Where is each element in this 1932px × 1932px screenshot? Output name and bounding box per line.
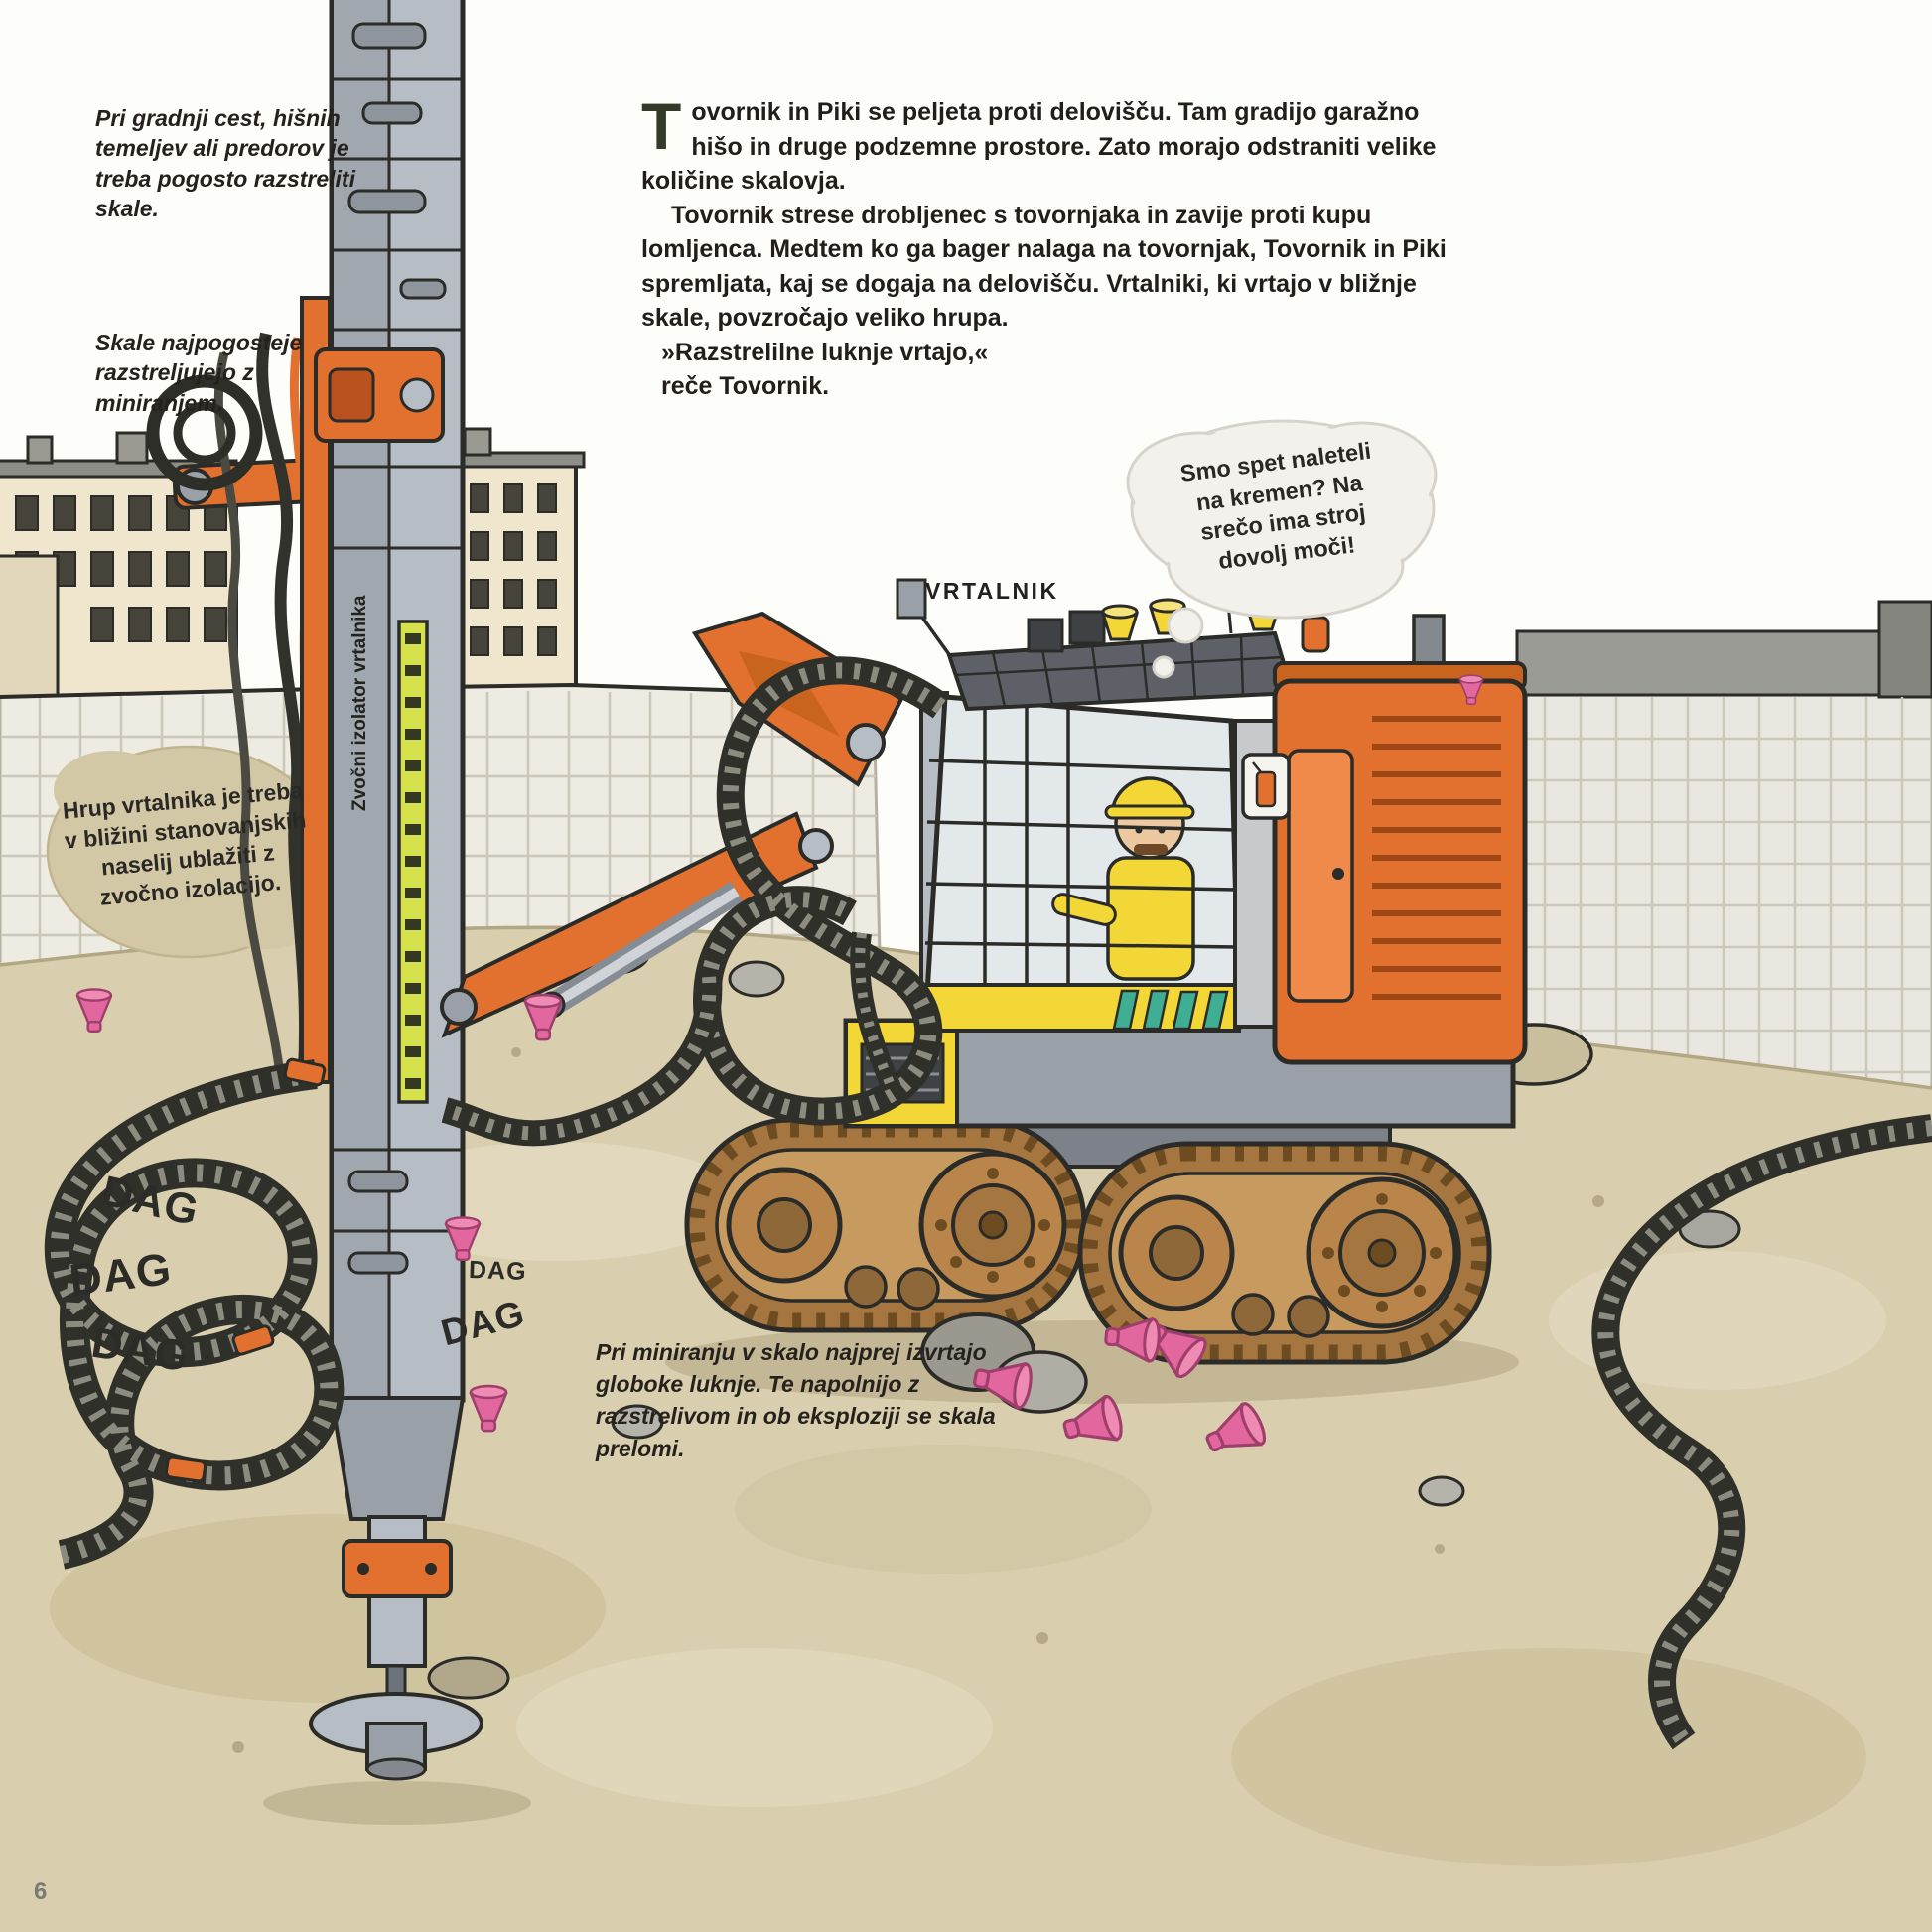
hose-strap xyxy=(283,1057,327,1087)
windshield-grid xyxy=(983,701,1070,1023)
engine-vents xyxy=(1372,716,1501,1000)
hose-strap xyxy=(231,1324,275,1356)
page-number: 6 xyxy=(34,1878,48,1905)
noise-note-blob xyxy=(46,745,332,959)
crawler-track-rear xyxy=(1077,1141,1492,1365)
engine-door xyxy=(1287,749,1354,1003)
sfx-dag-4: DAG xyxy=(468,1255,528,1287)
boom-arm xyxy=(440,611,904,1038)
roof-lights xyxy=(896,571,1330,659)
story-quote-attribution: reče Tovornik. xyxy=(661,372,830,400)
hose-right xyxy=(1591,1114,1932,1750)
driver-body xyxy=(1106,856,1195,981)
drop-cap: T xyxy=(641,89,682,163)
hose-coil xyxy=(44,1057,345,1570)
hose-strap xyxy=(164,1455,207,1483)
mirror xyxy=(896,578,927,620)
drill-hoses xyxy=(441,656,950,1147)
machine-label: VRTALNIK xyxy=(925,578,1059,604)
noise-insulation-note: Hrup vrtalnika je treba v bližini stanov… xyxy=(61,776,308,910)
story-quote: »Razstrelilne luknje vrtajo,« xyxy=(661,338,989,366)
mast-foot-shadow xyxy=(263,1781,531,1825)
side-note-mining: Skale najpogosteje razstreljujejo z mini… xyxy=(95,330,303,416)
driver-mustache xyxy=(1134,844,1168,855)
beacon-light xyxy=(1301,616,1330,653)
crawler-track-front xyxy=(684,1117,1087,1333)
drill-mast xyxy=(263,0,531,1825)
story-paragraph-2: Tovornik strese drobljenec s tovornjaka … xyxy=(641,201,1447,333)
story-paragraph-1-text: ovornik in Piki se peljeta proti deloviš… xyxy=(641,98,1437,195)
cab xyxy=(921,694,1242,1033)
bubble-trail-dot xyxy=(1167,607,1204,644)
side-note-blasting: Pri gradnji cest, hišnih temeljev ali pr… xyxy=(95,105,355,222)
bottom-caption: Pri miniranju v skalo najprej izvrtajo g… xyxy=(596,1339,996,1461)
drill-rig xyxy=(665,571,1528,1404)
bubble-trail-dot xyxy=(1152,655,1175,679)
engine-hood xyxy=(1272,614,1528,1065)
sound-barrier-fence-right xyxy=(1515,600,1932,1092)
exhaust-stack xyxy=(1412,614,1446,669)
mast-sound-insulator-label: Zvočni izolator vrtalnika xyxy=(349,595,370,812)
fire-extinguisher-sign xyxy=(1241,753,1291,820)
thought-bubble xyxy=(1126,419,1438,679)
mast-clamp xyxy=(342,1539,453,1598)
